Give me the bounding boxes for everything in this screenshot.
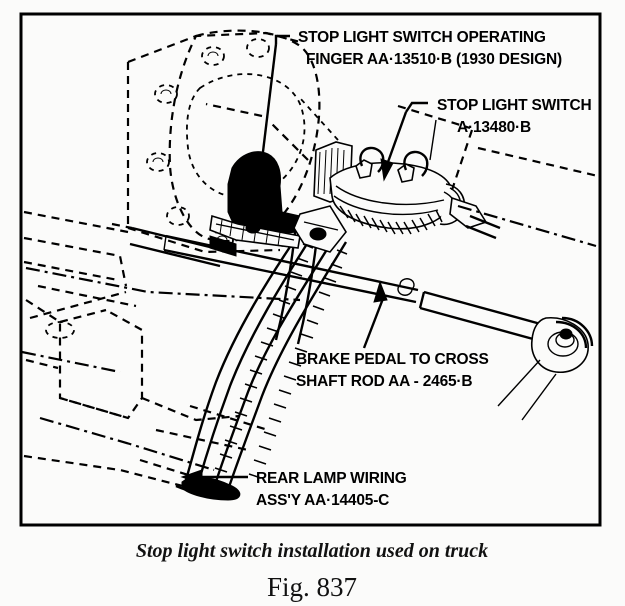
- callout-brake-pedal-rod-line1: BRAKE PEDAL TO CROSS: [296, 351, 489, 368]
- switch-reference-line: [429, 119, 437, 161]
- leader-line-stop-light-switch: [386, 111, 408, 163]
- leader-arrow-operating-finger: [255, 155, 270, 178]
- leader-elbow-stop-light-switch: [405, 101, 428, 113]
- callout-brake-pedal-rod-line2: SHAFT ROD AA - 2465·B: [296, 373, 472, 390]
- callout-operating-finger-line1: STOP LIGHT SWITCH OPERATING: [298, 29, 546, 46]
- callout-labels: STOP LIGHT SWITCH OPERATING FINGER AA·13…: [256, 29, 592, 509]
- brake-pedal-rod: [163, 234, 594, 421]
- leader-line-operating-finger: [260, 43, 278, 161]
- callout-leaders: [180, 34, 428, 485]
- leader-arrow-brake-pedal-rod: [373, 280, 388, 303]
- floor-pan-phantom: [21, 210, 301, 494]
- callout-operating-finger-line2: FINGER AA·13510·B (1930 DESIGN): [306, 51, 562, 68]
- figure-border: [19, 12, 602, 527]
- leader-elbow-operating-finger: [274, 34, 290, 44]
- switch-body-shading: [339, 205, 443, 235]
- illustration-artwork: [21, 29, 599, 501]
- stop-light-switch-body: [293, 141, 501, 253]
- figure-number: Fig. 837: [267, 572, 357, 602]
- callout-stop-light-switch-line2: A·13480·B: [457, 119, 531, 136]
- chassis-frame-rail: [111, 222, 223, 268]
- callout-stop-light-switch-line1: STOP LIGHT SWITCH: [437, 97, 591, 114]
- rod-clevis-end: [497, 316, 594, 421]
- callout-rear-lamp-wiring-line1: REAR LAMP WIRING: [256, 470, 407, 487]
- leader-arrow-stop-light-switch: [380, 158, 394, 182]
- figure-caption: Stop light switch installation used on t…: [136, 540, 488, 562]
- leader-arrow-rear-lamp-wiring: [180, 469, 203, 485]
- stop-light-switch-operating-finger: [209, 151, 301, 257]
- callout-rear-lamp-wiring-line2: ASS'Y AA·14405-C: [256, 492, 389, 509]
- chassis-phantom-lines-right: [205, 97, 599, 248]
- leader-line-brake-pedal-rod: [362, 295, 386, 349]
- rear-lamp-wiring-harness: [175, 231, 348, 501]
